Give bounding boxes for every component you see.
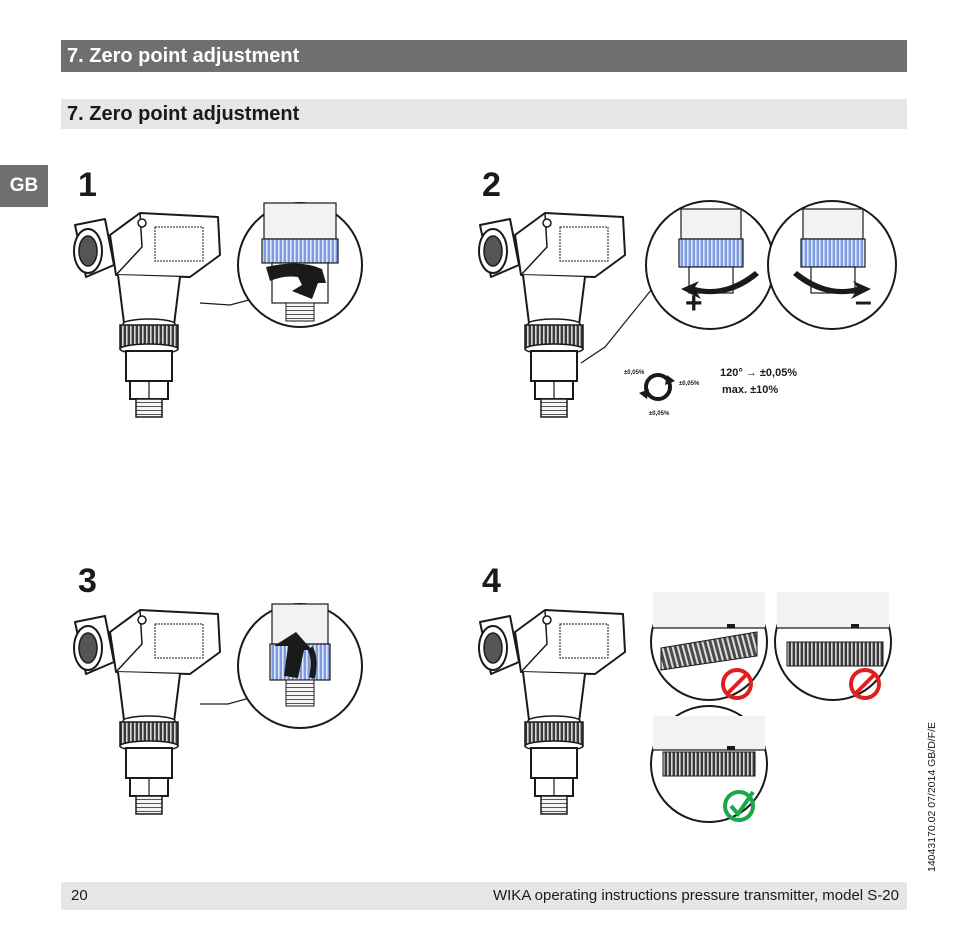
rotation-cycle-icon: [644, 373, 672, 401]
ring-label-top: ±0,05%: [624, 370, 645, 376]
rotation-value: 120° → ±0,05%: [720, 367, 798, 379]
ring-label-bottom: ±0,05%: [649, 411, 670, 417]
language-tab: GB: [0, 165, 48, 207]
page-number: 20: [71, 887, 88, 904]
document-number: 14043170.02 07/2014 GB/D/F/E: [926, 721, 938, 872]
check-icon: [723, 790, 755, 822]
step-3-illustration: [73, 603, 363, 815]
step-4-number: 4: [482, 562, 501, 600]
document-title: WIKA operating instructions pressure tra…: [492, 887, 899, 904]
step-2-number: 2: [482, 166, 501, 204]
max-value: max. ±10%: [722, 384, 779, 396]
section-header: 7. Zero point adjustment: [61, 40, 907, 72]
counterclockwise-arrow-icon: [681, 271, 759, 299]
minus-sign: –: [855, 285, 872, 318]
step-1-illustration: [73, 202, 363, 418]
turn-arrow-icon: [266, 263, 326, 299]
ring-label-right: ±0,05%: [679, 381, 700, 387]
subsection-header: 7. Zero point adjustment: [61, 99, 907, 129]
footer-bar: 20 WIKA operating instructions pressure …: [61, 882, 907, 910]
plus-sign: +: [685, 287, 703, 320]
step-1-number: 1: [78, 166, 97, 204]
prohibited-icon: [721, 668, 753, 700]
clockwise-arrow-icon: [793, 271, 871, 299]
prohibited-icon: [849, 668, 881, 700]
step-3-number: 3: [78, 562, 97, 600]
step-2-illustration: + –: [478, 200, 897, 418]
step-4-illustration: [478, 592, 892, 823]
turn-back-arrow-icon: [274, 632, 312, 678]
